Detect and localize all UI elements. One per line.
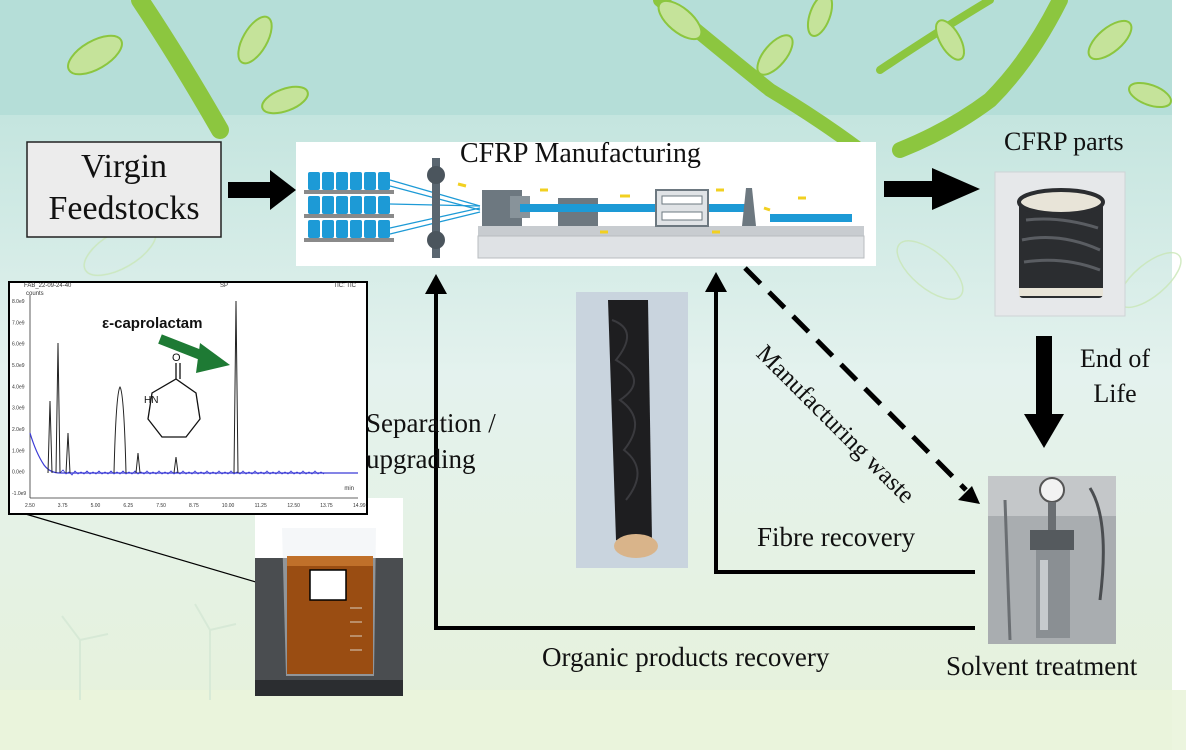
recovered-fibre-photo xyxy=(576,292,688,568)
beaker-photo xyxy=(255,498,403,696)
gc-chromatogram: FAB_22-09-24-40 SP TIC: TIC counts min ε… xyxy=(8,281,368,515)
machine-base xyxy=(477,235,865,259)
gc-x-tick-label: 13.75 xyxy=(320,503,333,509)
gc-x-tick-label: 12.50 xyxy=(287,503,300,509)
green-arrow xyxy=(158,334,230,373)
cfrp-part-photo xyxy=(994,171,1126,317)
arrow-manufacturing-waste-line xyxy=(743,266,968,492)
profile-belt xyxy=(520,204,750,212)
gc-counts-label: counts xyxy=(26,291,44,297)
virgin-feedstocks-box xyxy=(26,141,222,238)
gc-y-tick-label: 1.0e9 xyxy=(12,448,25,454)
gc-x-tick-label: 2.50 xyxy=(25,503,35,509)
gc-y-tick-label: 0.0e0 xyxy=(12,470,25,476)
gc-x-tick-label: 8.75 xyxy=(189,503,199,509)
gc-y-tick-label: 5.0e9 xyxy=(12,363,25,369)
leaves-decoration xyxy=(67,0,1172,115)
guide-roller-top xyxy=(427,166,445,184)
gc-x-tick-label: 5.00 xyxy=(91,503,101,509)
arrow-organic-recovery-head xyxy=(425,274,447,294)
separation-upgrading-label: Separation / upgrading xyxy=(366,408,496,474)
gc-y-tick-label: -1.0e9 xyxy=(12,491,26,497)
guide-post xyxy=(432,158,440,258)
solvent-treatment-label: Solvent treatment xyxy=(946,651,1138,681)
guide-roller-bottom xyxy=(427,231,445,249)
arrow-fibre-recovery-head xyxy=(705,272,727,292)
gc-min-label: min xyxy=(344,486,354,492)
gc-y-ticks: 8.0e9 7.0e9 6.0e9 5.0e9 4.0e9 3.0e9 2.0e9 1.0e9… xyxy=(12,299,26,497)
svg-text:HN: HN xyxy=(144,395,158,406)
gc-y-tick-label: 3.0e9 xyxy=(12,406,25,412)
gc-file-label: FAB_22-09-24-40 xyxy=(24,283,72,289)
gc-x-tick-label: 6.25 xyxy=(123,503,133,509)
fibre-spool-base xyxy=(614,534,658,558)
reactor-photo xyxy=(988,476,1116,644)
gc-y-tick-label: 2.0e9 xyxy=(12,427,25,433)
gc-x-ticks: 2.50 3.75 5.00 6.25 7.50 8.75 10.00 11.25 12.50 1… xyxy=(25,503,366,509)
cfrp-parts-label: CFRP parts xyxy=(1004,127,1124,156)
gc-y-tick-label: 4.0e9 xyxy=(12,384,25,390)
end-of-life-label: End of Life xyxy=(1079,344,1151,408)
finished-profile xyxy=(770,214,852,222)
gc-y-tick-label: 6.0e9 xyxy=(12,342,25,348)
gc-baseline xyxy=(29,432,358,474)
gc-x-tick-label: 3.75 xyxy=(58,503,68,509)
gc-peaks xyxy=(47,300,239,474)
gc-y-tick-label: 8.0e9 xyxy=(12,299,25,305)
curing-die xyxy=(655,189,709,227)
machine-bed xyxy=(478,226,864,236)
gc-trace: O HN 8.0e9 7.0e9 6.0e9 5.0e9 4.0e9 3.0e9 2.0e9… xyxy=(12,295,366,509)
arrow-manufacturing-waste-head xyxy=(958,486,980,504)
gc-sp-label: SP xyxy=(220,283,229,289)
gc-x-tick-label: 7.50 xyxy=(156,503,166,509)
cfrp-manufacturing-label: CFRP Manufacturing xyxy=(460,138,701,169)
beaker-graduations xyxy=(350,607,362,651)
tube-top xyxy=(1017,188,1105,216)
cutter xyxy=(742,188,756,226)
gc-x-tick-label: 11.25 xyxy=(255,503,267,509)
gc-x-tick-label: 14.99 xyxy=(353,503,366,509)
cfrp-manufacturing-machine xyxy=(296,142,876,266)
zoom-square xyxy=(309,569,347,601)
pressure-gauge xyxy=(1039,477,1065,503)
gc-y-tick-label: 7.0e9 xyxy=(12,320,25,326)
arrow-organic-recovery-line xyxy=(434,292,975,630)
fibre-recovery-label: Fibre recovery xyxy=(757,522,916,552)
heat-markers xyxy=(457,182,806,234)
gc-compound-label: ε-caprolactam xyxy=(102,315,203,332)
arrow-end-of-life xyxy=(1024,414,1064,448)
caprolactam-structure xyxy=(147,363,201,438)
svg-text:O: O xyxy=(172,352,181,364)
right-edge-strip xyxy=(1172,0,1186,750)
wind-turbines-decoration xyxy=(61,603,237,700)
arrow-manufacturing-to-parts xyxy=(932,168,980,210)
grass-band xyxy=(0,690,1186,750)
fibre-creel xyxy=(304,172,394,242)
arrow-virgin-to-manufacturing xyxy=(270,170,296,210)
organic-products-recovery-label: Organic products recovery xyxy=(542,642,830,672)
arrow-fibre-recovery-line xyxy=(714,290,975,574)
gc-x-tick-label: 10.00 xyxy=(222,503,235,509)
gc-tic-label: TIC: TIC xyxy=(333,283,356,289)
virgin-feedstocks-label: Virgin Feedstocks xyxy=(48,148,200,227)
